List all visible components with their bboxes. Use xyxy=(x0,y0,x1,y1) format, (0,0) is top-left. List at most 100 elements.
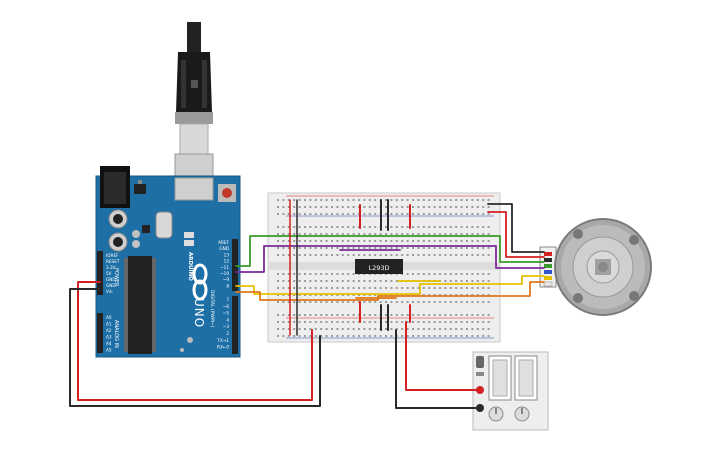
breadboard-hole[interactable] xyxy=(412,287,414,289)
breadboard-hole[interactable] xyxy=(439,273,441,275)
breadboard-hole[interactable] xyxy=(455,301,458,303)
breadboard-hole[interactable] xyxy=(476,226,479,228)
breadboard-hole[interactable] xyxy=(341,254,344,256)
breadboard-hole[interactable] xyxy=(341,321,344,323)
breadboard-hole[interactable] xyxy=(298,287,301,289)
breadboard-hole[interactable] xyxy=(406,199,409,201)
breadboard-hole[interactable] xyxy=(406,254,409,256)
breadboard-hole[interactable] xyxy=(395,233,398,235)
wire-gnd[interactable] xyxy=(69,288,321,407)
breadboard-hole[interactable] xyxy=(401,233,404,235)
breadboard-hole[interactable] xyxy=(412,328,414,330)
breadboard-hole[interactable] xyxy=(277,213,279,215)
breadboard-hole[interactable] xyxy=(325,314,328,316)
breadboard-hole[interactable] xyxy=(347,273,350,275)
breadboard-hole[interactable] xyxy=(395,254,398,256)
breadboard-hole[interactable] xyxy=(428,240,431,242)
breadboard-hole[interactable] xyxy=(395,213,398,215)
breadboard-hole[interactable] xyxy=(449,287,452,289)
breadboard-hole[interactable] xyxy=(476,328,479,330)
breadboard-hole[interactable] xyxy=(395,226,398,228)
breadboard-hole[interactable] xyxy=(460,206,463,208)
breadboard-hole[interactable] xyxy=(476,254,479,256)
breadboard-hole[interactable] xyxy=(466,226,468,228)
breadboard-hole[interactable] xyxy=(277,247,279,249)
breadboard-hole[interactable] xyxy=(352,314,355,316)
breadboard-hole[interactable] xyxy=(460,335,463,337)
breadboard-hole[interactable] xyxy=(309,301,312,303)
breadboard-hole[interactable] xyxy=(277,273,279,275)
breadboard-hole[interactable] xyxy=(385,287,387,289)
breadboard-hole[interactable] xyxy=(460,199,463,201)
breadboard-hole[interactable] xyxy=(460,328,463,330)
breadboard-hole[interactable] xyxy=(379,240,382,242)
breadboard-hole[interactable] xyxy=(368,233,371,235)
breadboard-hole[interactable] xyxy=(325,213,328,215)
breadboard-hole[interactable] xyxy=(455,273,458,275)
breadboard-hole[interactable] xyxy=(363,287,366,289)
breadboard-hole[interactable] xyxy=(476,287,479,289)
breadboard-hole[interactable] xyxy=(417,199,420,201)
breadboard-hole[interactable] xyxy=(374,199,377,201)
breadboard-hole[interactable] xyxy=(336,233,339,235)
breadboard-hole[interactable] xyxy=(358,247,360,249)
breadboard-hole[interactable] xyxy=(471,287,474,289)
breadboard-hole[interactable] xyxy=(428,294,431,296)
breadboard-hole[interactable] xyxy=(449,240,452,242)
breadboard-hole[interactable] xyxy=(412,199,414,201)
breadboard-hole[interactable] xyxy=(460,280,463,282)
breadboard-hole[interactable] xyxy=(385,213,387,215)
breadboard-hole[interactable] xyxy=(444,287,447,289)
breadboard-hole[interactable] xyxy=(433,213,436,215)
breadboard-hole[interactable] xyxy=(417,213,420,215)
breadboard-hole[interactable] xyxy=(385,321,387,323)
breadboard-hole[interactable] xyxy=(417,328,420,330)
breadboard-hole[interactable] xyxy=(363,314,366,316)
breadboard-hole[interactable] xyxy=(374,335,377,337)
breadboard-hole[interactable] xyxy=(304,335,306,337)
breadboard-hole[interactable] xyxy=(282,280,285,282)
breadboard-hole[interactable] xyxy=(320,301,323,303)
breadboard-hole[interactable] xyxy=(347,287,350,289)
breadboard-hole[interactable] xyxy=(293,321,296,323)
breadboard-hole[interactable] xyxy=(352,328,355,330)
breadboard-hole[interactable] xyxy=(466,254,468,256)
breadboard-hole[interactable] xyxy=(439,301,441,303)
breadboard-hole[interactable] xyxy=(395,321,398,323)
breadboard-hole[interactable] xyxy=(304,294,306,296)
breadboard-hole[interactable] xyxy=(293,328,296,330)
breadboard-hole[interactable] xyxy=(439,335,441,337)
breadboard-hole[interactable] xyxy=(368,226,371,228)
breadboard-hole[interactable] xyxy=(466,273,468,275)
breadboard-hole[interactable] xyxy=(417,294,420,296)
breadboard-hole[interactable] xyxy=(336,321,339,323)
breadboard-hole[interactable] xyxy=(433,240,436,242)
breadboard-hole[interactable] xyxy=(314,226,317,228)
breadboard-hole[interactable] xyxy=(471,226,474,228)
breadboard-hole[interactable] xyxy=(325,233,328,235)
breadboard-hole[interactable] xyxy=(352,199,355,201)
breadboard-hole[interactable] xyxy=(374,206,377,208)
breadboard-hole[interactable] xyxy=(363,335,366,337)
breadboard-hole[interactable] xyxy=(476,247,479,249)
breadboard-hole[interactable] xyxy=(331,247,333,249)
breadboard-hole[interactable] xyxy=(455,226,458,228)
breadboard-hole[interactable] xyxy=(352,280,355,282)
breadboard-hole[interactable] xyxy=(422,273,425,275)
breadboard-hole[interactable] xyxy=(320,240,323,242)
breadboard-hole[interactable] xyxy=(385,199,387,201)
breadboard-hole[interactable] xyxy=(282,233,285,235)
breadboard-hole[interactable] xyxy=(363,294,366,296)
breadboard-hole[interactable] xyxy=(422,328,425,330)
breadboard-hole[interactable] xyxy=(449,321,452,323)
breadboard-hole[interactable] xyxy=(482,240,485,242)
breadboard-hole[interactable] xyxy=(325,328,328,330)
breadboard-hole[interactable] xyxy=(444,280,447,282)
breadboard-hole[interactable] xyxy=(298,240,301,242)
breadboard-hole[interactable] xyxy=(406,247,409,249)
breadboard-hole[interactable] xyxy=(433,233,436,235)
breadboard-hole[interactable] xyxy=(471,206,474,208)
breadboard-hole[interactable] xyxy=(482,213,485,215)
breadboard-hole[interactable] xyxy=(428,226,431,228)
breadboard-hole[interactable] xyxy=(439,199,441,201)
